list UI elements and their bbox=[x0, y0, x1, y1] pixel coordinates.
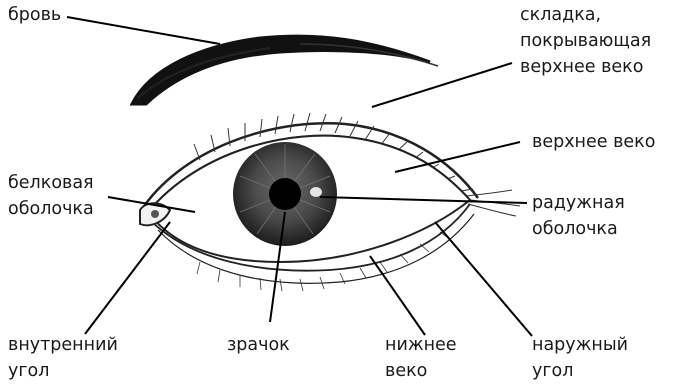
eyebrow bbox=[132, 36, 438, 104]
pointer-brow bbox=[67, 17, 220, 44]
label-inner-corner-line2: угол bbox=[8, 358, 118, 384]
label-outer-corner: наружный угол bbox=[532, 332, 628, 384]
label-brow-text: бровь bbox=[8, 2, 61, 28]
pointer-inner-corner bbox=[85, 222, 170, 334]
label-upper-lid: верхнее веко bbox=[532, 129, 655, 155]
label-upper-lid-text: верхнее веко bbox=[532, 129, 655, 155]
pointer-fold bbox=[372, 63, 512, 107]
label-fold: складка, покрывающая верхнее веко bbox=[520, 2, 651, 80]
label-outer-corner-line1: наружный bbox=[532, 332, 628, 358]
label-sclera-line1: белковая bbox=[8, 170, 94, 196]
label-outer-corner-line2: угол bbox=[532, 358, 628, 384]
label-iris: радужная оболочка bbox=[532, 190, 625, 242]
label-brow: бровь bbox=[8, 2, 61, 28]
label-iris-line1: радужная bbox=[532, 190, 625, 216]
label-lower-lid: нижнее веко bbox=[385, 332, 457, 384]
label-sclera-line2: оболочка bbox=[8, 196, 94, 222]
pointer-lower-lid bbox=[370, 256, 425, 335]
label-inner-corner: внутренний угол bbox=[8, 332, 118, 384]
label-fold-line2: покрывающая bbox=[520, 28, 651, 54]
label-sclera: белковая оболочка bbox=[8, 170, 94, 222]
label-pupil: зрачок bbox=[227, 332, 290, 358]
label-pupil-text: зрачок bbox=[227, 332, 290, 358]
label-fold-line3: верхнее веко bbox=[520, 54, 651, 80]
pointer-outer-corner bbox=[435, 222, 532, 336]
label-iris-line2: оболочка bbox=[532, 216, 625, 242]
label-fold-line1: складка, bbox=[520, 2, 651, 28]
label-lower-lid-line2: веко bbox=[385, 358, 457, 384]
pupil bbox=[269, 178, 301, 210]
label-inner-corner-line1: внутренний bbox=[8, 332, 118, 358]
label-lower-lid-line1: нижнее bbox=[385, 332, 457, 358]
